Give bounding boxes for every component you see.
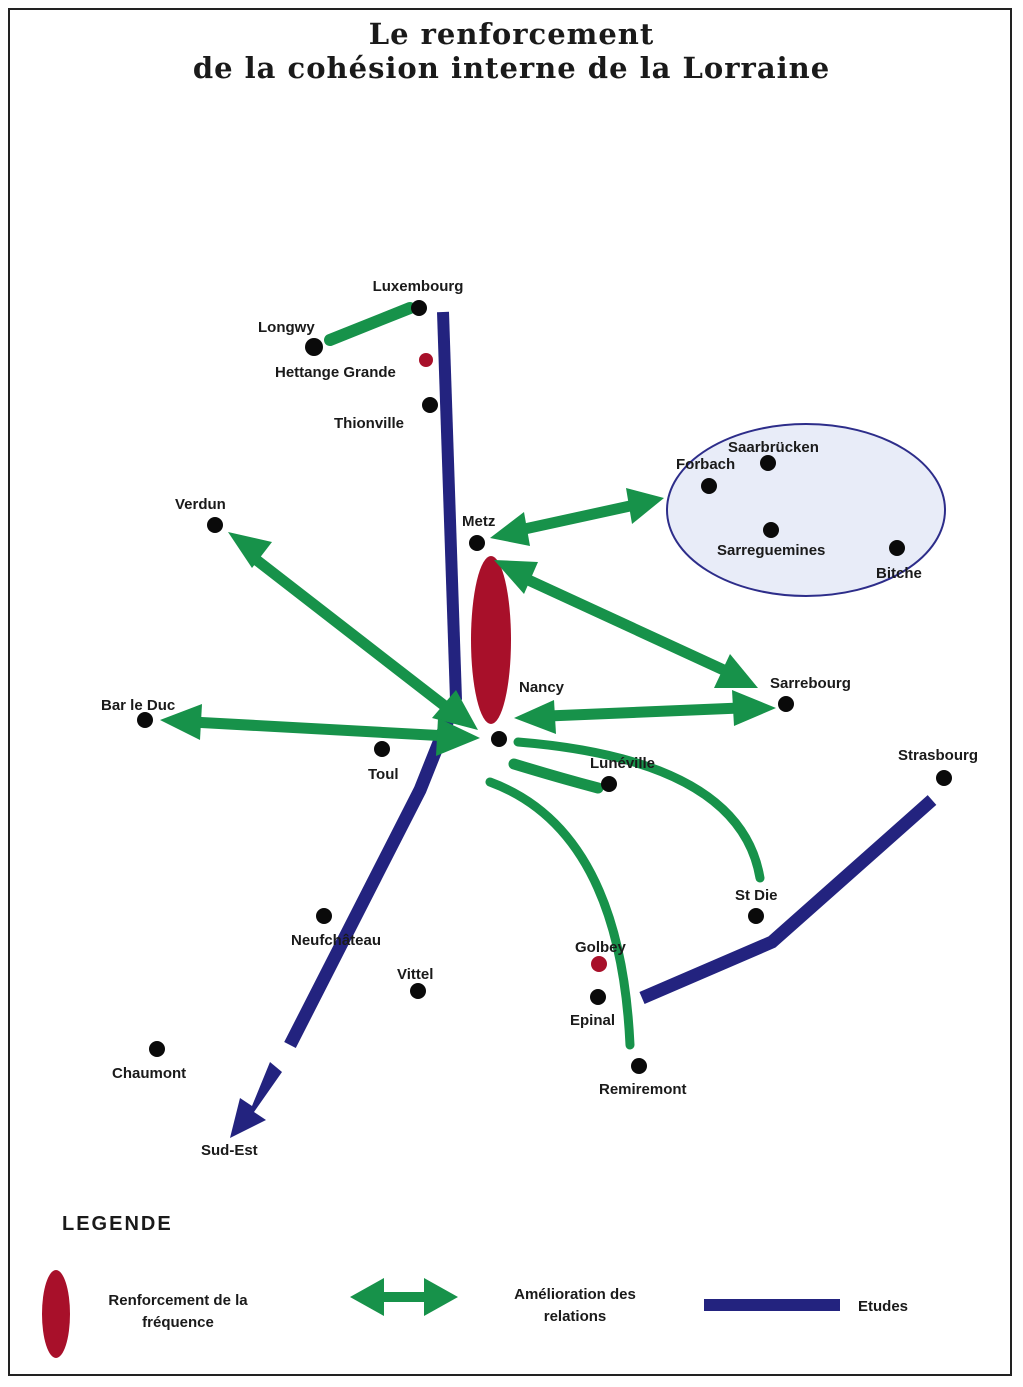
- dot-nancy: [491, 731, 507, 747]
- dot-hettange-grande: [419, 353, 433, 367]
- label-chaumont: Chaumont: [112, 1065, 186, 1082]
- saar-region: [666, 423, 946, 597]
- relations-improvements: [324, 302, 765, 1050]
- dot-luxembourg: [411, 300, 427, 316]
- label-golbey: Golbey: [575, 939, 627, 956]
- label-luneville: Lunéville: [590, 755, 655, 772]
- arrow-bar-le-duc-head: [160, 704, 202, 740]
- dot-thionville: [422, 397, 438, 413]
- label-forbach: Forbach: [676, 456, 735, 473]
- arrow-nancy-bar-le-duc-shaft: [191, 716, 449, 742]
- label-verdun: Verdun: [175, 496, 226, 513]
- legend-symbols: [42, 1270, 840, 1358]
- dot-neufchateau: [316, 908, 332, 924]
- relation-nancy-st-die: [513, 737, 765, 883]
- dot-metz: [469, 535, 485, 551]
- etudes-line-epinal-strasbourg: [639, 795, 937, 1004]
- label-bar-le-duc: Bar le Duc: [101, 697, 175, 714]
- legend-red-ellipse-symbol: [42, 1270, 70, 1358]
- relation-nancy-remiremont: [485, 777, 635, 1050]
- label-nancy: Nancy: [519, 679, 565, 696]
- label-remiremont: Remiremont: [599, 1081, 687, 1098]
- dot-toul: [374, 741, 390, 757]
- label-bitche: Bitche: [876, 565, 922, 582]
- dot-bitche: [889, 540, 905, 556]
- arrow-nancy-head-verdun: [432, 690, 478, 730]
- arrow-nancy-head-bar-le-duc: [436, 718, 480, 756]
- label-metz: Metz: [462, 513, 495, 530]
- city-dots: [137, 300, 952, 1074]
- label-epinal: Epinal: [570, 1012, 615, 1029]
- dot-bar-le-duc: [137, 712, 153, 728]
- dot-luneville: [601, 776, 617, 792]
- relation-nancy-luneville: [508, 758, 604, 794]
- dot-verdun: [207, 517, 223, 533]
- map-title-line-1: Le renforcement: [368, 17, 655, 51]
- dot-remiremont: [631, 1058, 647, 1074]
- arrow-saar-head: [626, 488, 664, 524]
- arrow-sarrebourg-head-metz: [714, 654, 758, 688]
- dot-chaumont: [149, 1041, 165, 1057]
- relation-arrows: [160, 488, 776, 756]
- map-title-line-2: de la cohésion interne de la Lorraine: [192, 51, 831, 85]
- dot-forbach: [701, 478, 717, 494]
- label-sarrebourg: Sarrebourg: [770, 675, 851, 692]
- arrow-nancy-verdun-shaft: [246, 550, 454, 715]
- label-strasbourg: Strasbourg: [898, 747, 978, 764]
- arrow-sarrebourg-head: [732, 690, 776, 726]
- etudes-line-luxembourg-nancy: [437, 311, 462, 701]
- relation-longwy-luxembourg: [324, 302, 416, 346]
- label-neufchateau: Neufchâteau: [291, 932, 381, 949]
- legend-green-double-arrow-symbol: [350, 1278, 458, 1316]
- dot-epinal: [590, 989, 606, 1005]
- legend-heading: LEGENDE: [62, 1213, 173, 1235]
- dot-golbey: [591, 956, 607, 972]
- arrow-verdun-head: [228, 532, 272, 568]
- arrow-nancy-sarrebourg-shaft: [547, 702, 741, 722]
- etudes-line-nancy-sud-est: [284, 697, 463, 1048]
- dot-saarbrucken: [760, 455, 776, 471]
- dot-vittel: [410, 983, 426, 999]
- sud-est-arrow: [230, 1062, 282, 1138]
- city-labels: Luxembourg Longwy Hettange Grande Thionv…: [101, 278, 978, 1159]
- label-luxembourg: Luxembourg: [373, 278, 464, 295]
- arrow-metz-sarrebourg-shaft: [521, 573, 731, 677]
- label-thionville: Thionville: [334, 415, 404, 432]
- arrow-metz-head-saar: [490, 512, 530, 546]
- legend-label-etudes: Etudes: [858, 1298, 909, 1315]
- label-st-die: St Die: [735, 887, 778, 904]
- red-points: [419, 353, 607, 972]
- label-toul: Toul: [368, 766, 399, 783]
- label-hettange-grande: Hettange Grande: [275, 364, 396, 381]
- dot-sarreguemines: [763, 522, 779, 538]
- dot-sarrebourg: [778, 696, 794, 712]
- label-longwy: Longwy: [258, 319, 315, 336]
- dot-longwy: [305, 338, 323, 356]
- label-saarbrucken: Saarbrücken: [728, 439, 819, 456]
- dot-st-die: [748, 908, 764, 924]
- label-vittel: Vittel: [397, 966, 433, 983]
- label-sud-est: Sud-Est: [201, 1142, 258, 1159]
- arrow-metz-saar-shaft: [518, 500, 632, 536]
- map-frame: [8, 8, 1012, 1376]
- frequence-metz-nancy: [471, 556, 511, 724]
- label-sarreguemines: Sarreguemines: [717, 542, 825, 559]
- arrow-nancy-head-sarrebourg: [514, 700, 556, 734]
- arrow-metz-head-sarrebourg: [494, 560, 538, 594]
- dot-strasbourg: [936, 770, 952, 786]
